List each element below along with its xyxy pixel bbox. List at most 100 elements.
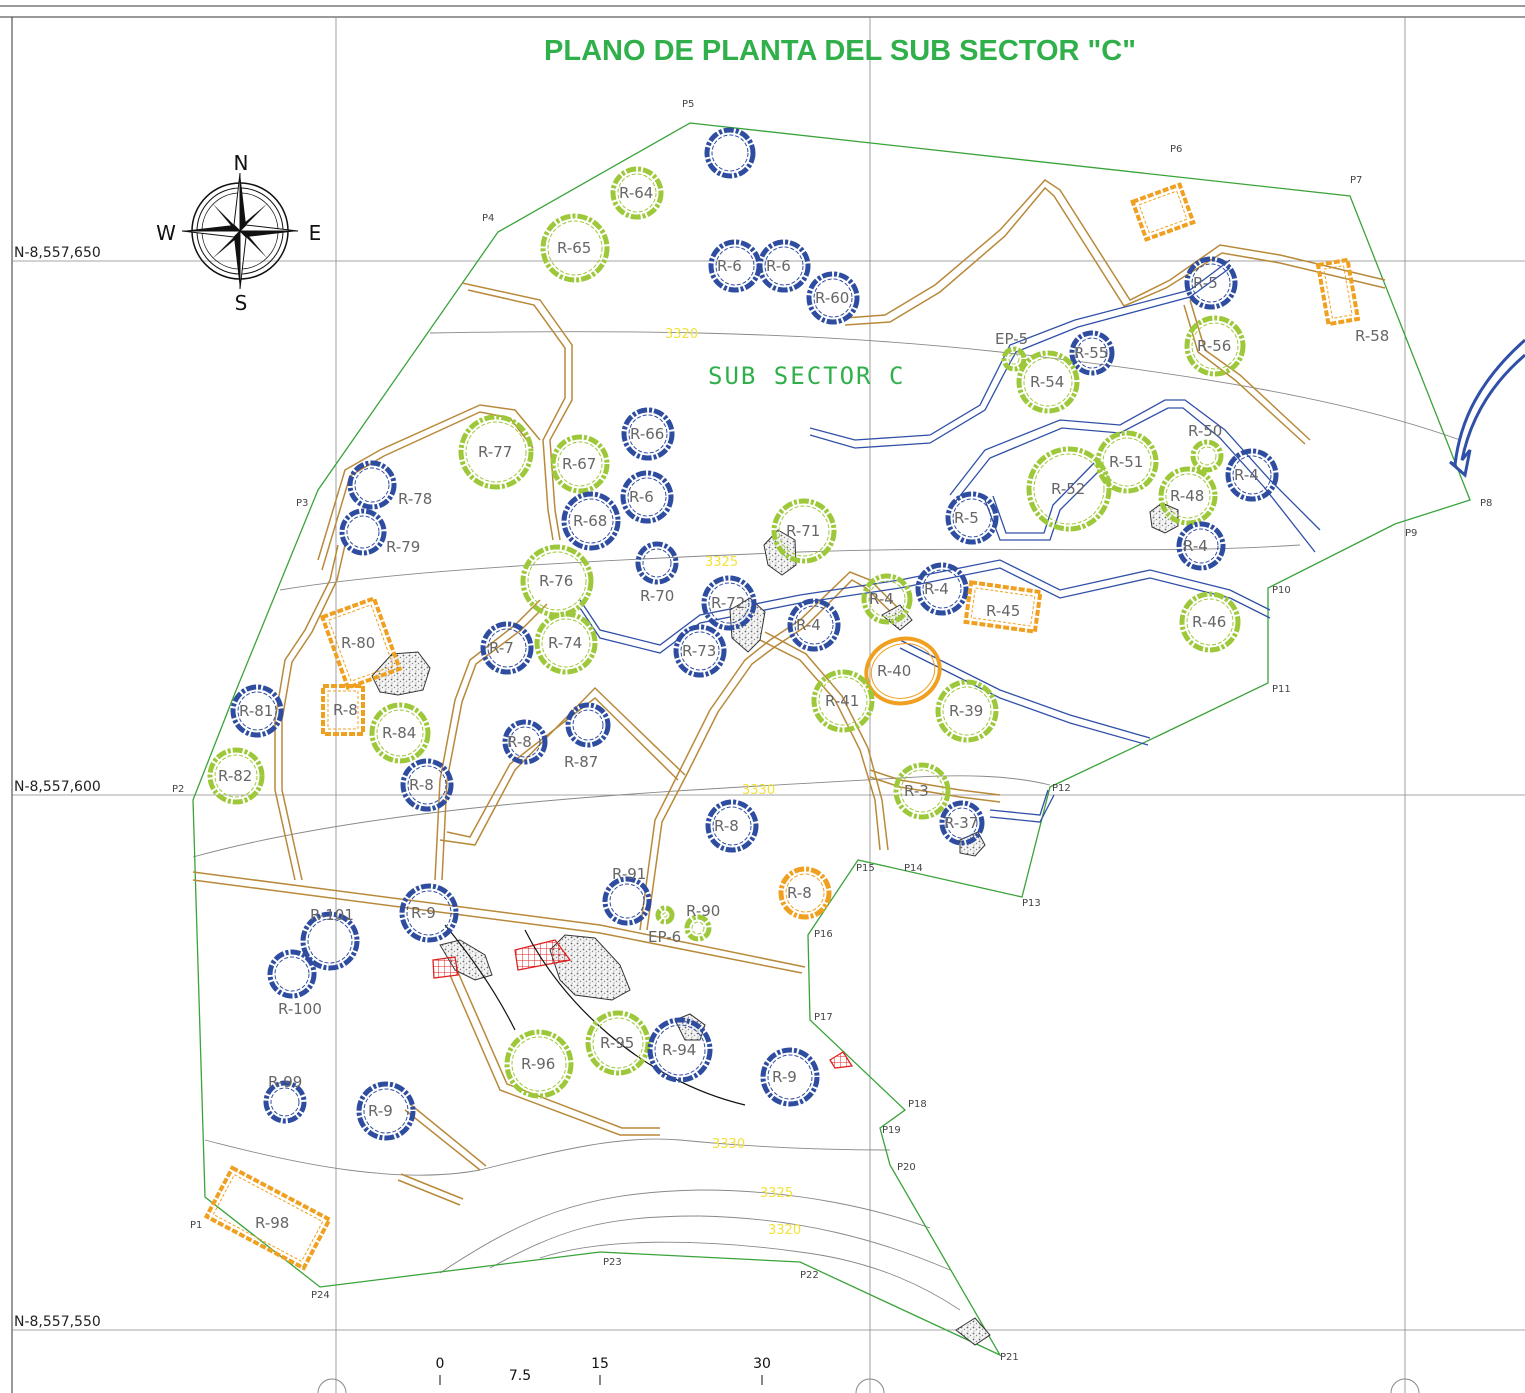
structure-label: R-52	[1051, 480, 1085, 498]
structure-label: R-91	[612, 865, 646, 883]
boundary-point-label: P18	[908, 1099, 927, 1110]
structure-label: R-6	[766, 257, 791, 275]
structure-label: R-8	[409, 776, 434, 794]
structure-label: R-3	[904, 782, 929, 800]
structure-r-44: R-4	[915, 562, 969, 616]
terrace-walls	[192, 179, 1386, 1206]
boundary-point-label: P3	[296, 498, 308, 509]
boundary-point-layer: P1P2P3P4P5P6P7P8P9P10P11P12P13P14P15P16P…	[172, 99, 1492, 1363]
structure-label: R-6	[717, 257, 742, 275]
structure-label: R-9	[411, 904, 436, 922]
boundary-point-label: P12	[1052, 783, 1071, 794]
structure-label: R-98	[255, 1214, 289, 1232]
structure-r-97: R-9	[356, 1081, 416, 1141]
boundary-point-label: P15	[856, 863, 875, 874]
structure-label: R-4	[796, 616, 821, 634]
scale-tick-label: 15	[591, 1356, 609, 1372]
structure-label: R-8	[714, 817, 739, 835]
structure-label: R-74	[548, 634, 582, 652]
structure-label: R-84	[382, 724, 416, 742]
structure-ep-5: EP-5	[995, 330, 1028, 372]
structure-label: R-55	[1074, 344, 1108, 362]
boundary-point-label: P14	[904, 863, 923, 874]
structure-r-49: R-4	[1225, 448, 1279, 502]
structure-label: R-4	[924, 580, 949, 598]
structure-label: R-70	[640, 587, 674, 605]
structure-label: EP-5	[995, 330, 1028, 348]
structure-r-65: R-65	[540, 213, 610, 283]
structure-label: R-50	[1188, 422, 1222, 440]
structure-label: R-81	[239, 702, 273, 720]
contour-label: 3320	[665, 327, 698, 342]
structure-r-55: R-55	[1069, 330, 1115, 376]
structure-r-90: R-90	[684, 902, 720, 942]
structure-label: R-4	[1234, 466, 1259, 484]
structure-r-40: R-40	[864, 636, 942, 706]
structure-r-85: R-8	[400, 758, 454, 812]
structure-r-62: R-6	[708, 239, 762, 293]
structure-label: R-99	[268, 1073, 302, 1091]
structure-r-48: R-48	[1158, 466, 1218, 526]
structure-label: R-37	[944, 814, 978, 832]
structure-r-61: R-6	[757, 239, 811, 293]
structure-r-68: R-68	[561, 491, 621, 551]
northing-label: N-8,557,650	[14, 245, 101, 261]
compass-north-label: N	[234, 151, 249, 175]
scale-bar	[439, 1375, 763, 1385]
boundary-point-label: P19	[882, 1125, 901, 1136]
water-canal	[579, 259, 1321, 823]
structure-label: R-4	[1183, 537, 1208, 555]
structure-r-54: R-54	[1016, 350, 1080, 414]
structure-r-70: R-70	[635, 541, 679, 605]
structure-label: R-4	[869, 590, 894, 608]
boundary-point-label: P1	[190, 1220, 202, 1231]
structure-label: R-95	[600, 1034, 634, 1052]
boundary-point-label: P2	[172, 784, 184, 795]
structure-r-99: R-99	[263, 1073, 307, 1124]
structure-r-84: R-84	[369, 702, 431, 764]
structure-r-95: R-95	[585, 1010, 651, 1076]
contour-label: 3330	[712, 1137, 745, 1152]
structure-label: R-82	[218, 767, 252, 785]
structure-label: R-56	[1197, 337, 1231, 355]
structure-r-63: R-6	[704, 127, 756, 179]
bottom-grid-marks	[317, 1378, 1420, 1393]
structure-r-76: R-76	[520, 544, 594, 618]
boundary-point-label: P6	[1170, 144, 1182, 155]
structure-r-43: R-4	[861, 573, 913, 625]
structure-r-86: R-8	[705, 799, 759, 853]
structure-label: R-65	[557, 239, 591, 257]
north-arrow-icon	[181, 172, 299, 290]
structure-label: R-96	[521, 1055, 555, 1073]
structure-label: R-73	[682, 642, 716, 660]
structure-label: R-8	[333, 701, 358, 719]
structure-label: R-79	[386, 538, 420, 556]
northing-label: N-8,557,600	[14, 779, 101, 795]
structure-r-88: R-8	[502, 719, 548, 765]
structure-r-51: R-51	[1095, 430, 1159, 494]
structure-r-73: R-73	[673, 624, 727, 678]
contour-lines	[192, 331, 1461, 1311]
structure-r-89: R-8	[778, 866, 832, 920]
structure-r-66: R-66	[621, 407, 675, 461]
structure-r-93: R-9	[760, 1047, 820, 1107]
structure-r-74: R-74	[534, 611, 598, 675]
structure-r-72: R-72	[701, 575, 757, 631]
boundary-point-label: P11	[1272, 684, 1291, 695]
structure-label: R-39	[949, 702, 983, 720]
arc-lines	[444, 924, 746, 1106]
structure-r-94: R-94	[647, 1017, 713, 1083]
boundary-point-label: P16	[814, 929, 833, 940]
sector-label: SUB SECTOR C	[708, 362, 905, 390]
structure-label: R-80	[341, 634, 375, 652]
river-arrow-icon	[1449, 338, 1525, 478]
excavation-grids	[432, 939, 854, 1069]
structure-r-45: R-45	[963, 580, 1043, 634]
structure-r-41: R-41	[811, 669, 875, 733]
boundary-point-label: P22	[800, 1270, 819, 1281]
structure-r-75: R-7	[480, 621, 534, 675]
structure-r-58: R-58	[1315, 257, 1389, 345]
northing-label: N-8,557,550	[14, 1314, 101, 1330]
structure-r-91: R-91	[602, 865, 652, 926]
structure-label: R-9	[368, 1102, 393, 1120]
